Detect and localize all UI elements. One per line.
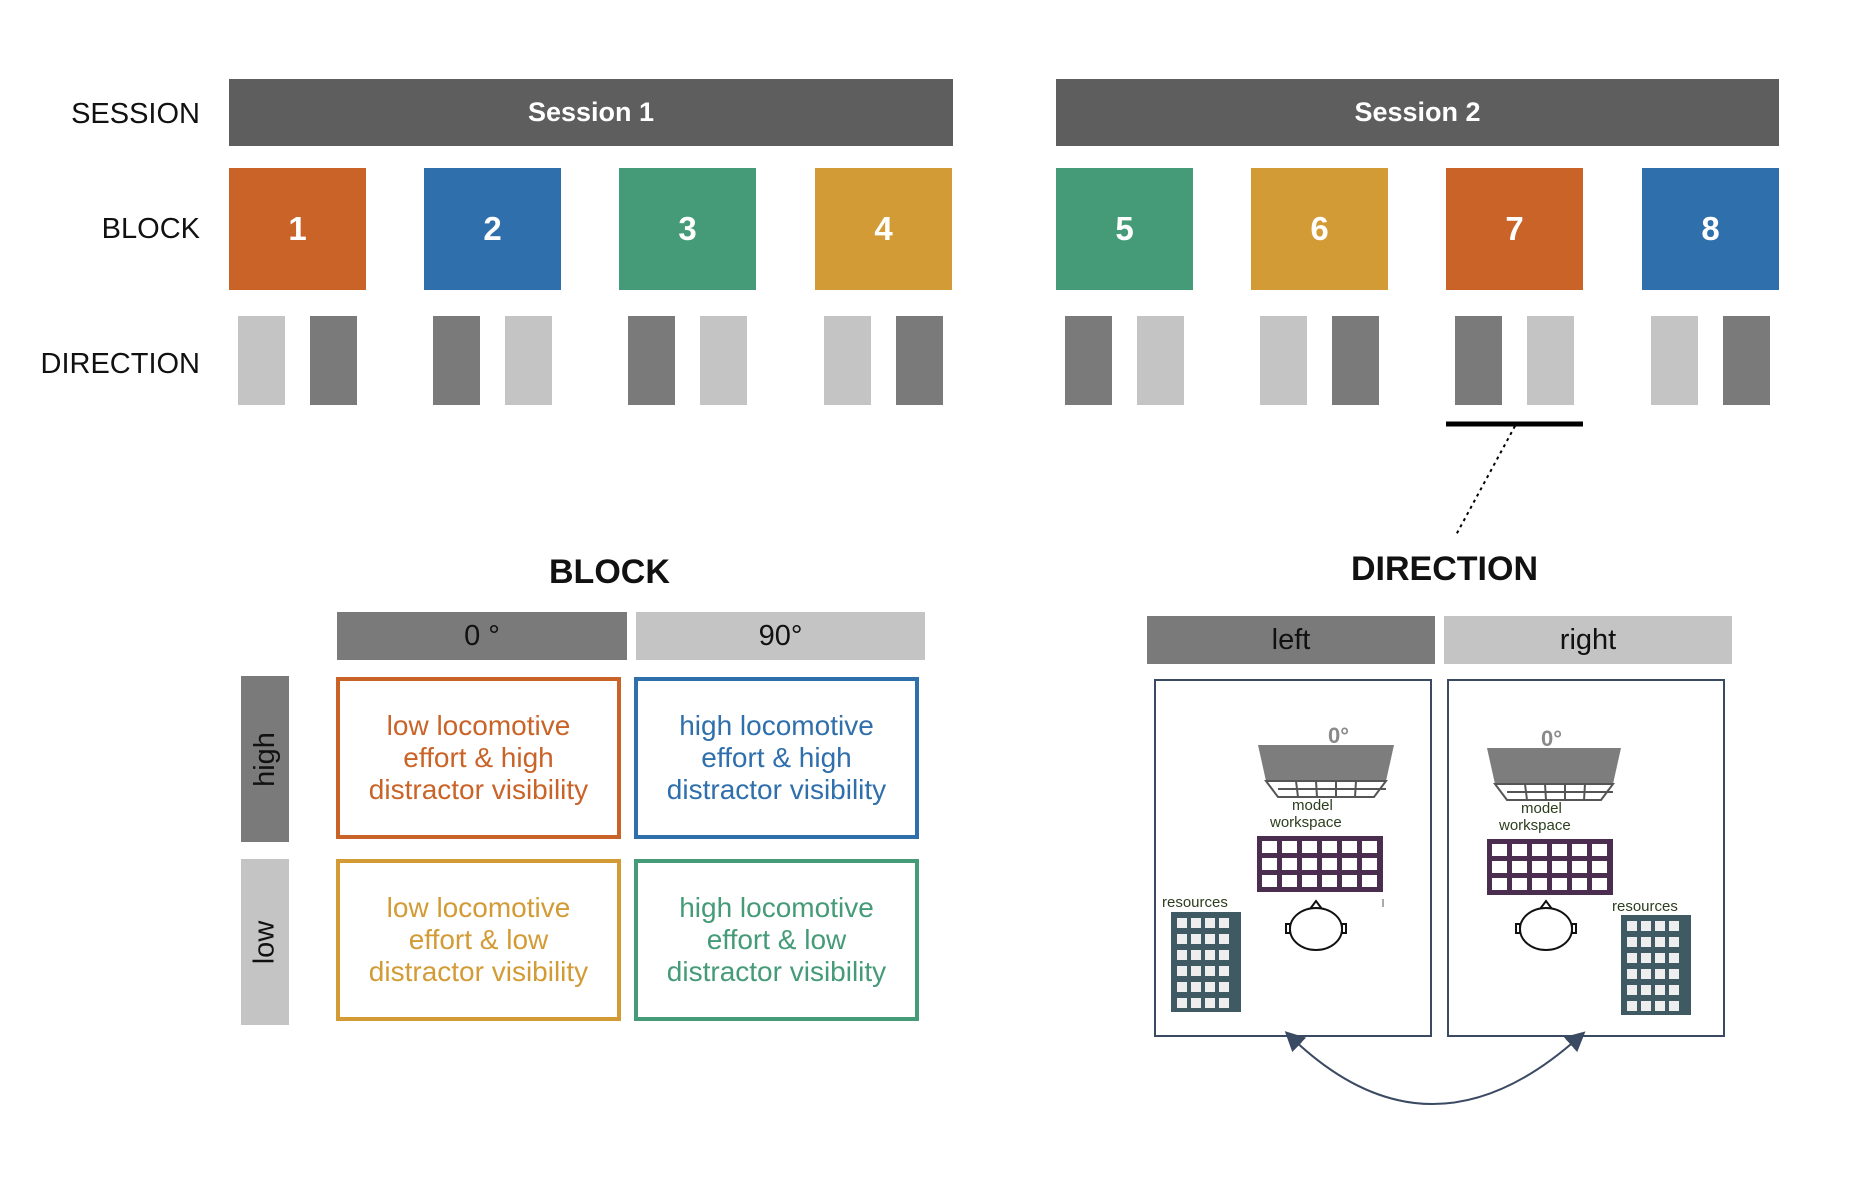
left-direction-panel: 0° model workspace resources	[1154, 679, 1432, 1037]
block-2: 2	[424, 168, 561, 290]
direction-rect-block-6-2	[1332, 316, 1379, 405]
workspace-grid-cells	[1262, 841, 1377, 887]
direction-rect-block-3-2	[700, 316, 747, 405]
model-grid-icon	[1487, 748, 1621, 801]
col-header-0deg: 0 °	[337, 612, 627, 660]
left-resources-label: resources	[1162, 894, 1228, 911]
direction-rect-block-2-1	[433, 316, 480, 405]
right-panel-drawing: 0° model workspace resources	[1487, 726, 1691, 1015]
direction-rect-block-5-1	[1065, 316, 1112, 405]
direction-rect-block-7-1	[1455, 316, 1502, 405]
cell-high-0deg: low locomotive effort & high distractor …	[336, 677, 621, 839]
direction-rect-block-4-1	[824, 316, 871, 405]
right-resources-label: resources	[1612, 898, 1678, 915]
direction-rect-block-5-2	[1137, 316, 1184, 405]
row-header-low-label: low	[248, 920, 281, 964]
direction-rect-block-4-2	[896, 316, 943, 405]
block-4: 4	[815, 168, 952, 290]
col-header-90deg: 90°	[636, 612, 925, 660]
left-workspace-label: workspace	[1269, 814, 1342, 831]
workspace-grid-cells	[1492, 844, 1607, 890]
switch-arrow-curve	[1284, 1031, 1586, 1105]
participant-head-icon	[1285, 899, 1347, 951]
direction-rect-block-7-2	[1527, 316, 1574, 405]
session-row-label: SESSION	[71, 98, 200, 130]
switch-arrow	[1284, 1031, 1586, 1105]
session-2-bar: Session 2	[1056, 79, 1779, 146]
direction-rect-block-1-1	[238, 316, 285, 405]
direction-rect-block-2-2	[505, 316, 552, 405]
participant-head-icon	[1515, 899, 1577, 951]
right-angle-label: 0°	[1541, 726, 1562, 751]
block-row-label: BLOCK	[101, 213, 200, 245]
zoom-connector	[1446, 421, 1583, 536]
col-header-right: right	[1444, 616, 1732, 664]
right-workspace-label: workspace	[1498, 817, 1571, 834]
block-5: 5	[1056, 168, 1193, 290]
resources-shelf-icon	[1171, 912, 1241, 1012]
right-model-label: model	[1521, 800, 1562, 817]
block-3: 3	[619, 168, 756, 290]
left-model-label: model	[1292, 797, 1333, 814]
resources-shelf-icon	[1621, 915, 1691, 1015]
direction-section-title: DIRECTION	[1351, 550, 1538, 588]
block-1: 1	[229, 168, 366, 290]
direction-rect-block-8-2	[1723, 316, 1770, 405]
session-1-bar: Session 1	[229, 79, 953, 146]
row-header-high-label: high	[248, 731, 281, 787]
col-header-left: left	[1147, 616, 1435, 664]
cell-high-90deg: high locomotive effort & high distractor…	[634, 677, 919, 839]
row-header-low: low	[241, 859, 289, 1025]
block-8: 8	[1642, 168, 1779, 290]
cell-low-90deg: high locomotive effort & low distractor …	[634, 859, 919, 1021]
left-panel-drawing: 0° model workspace resources	[1162, 723, 1394, 1012]
block-section-title: BLOCK	[549, 553, 670, 591]
direction-rect-block-6-1	[1260, 316, 1307, 405]
model-grid-icon	[1258, 745, 1394, 798]
right-direction-panel: 0° model workspace resources	[1447, 679, 1725, 1037]
direction-row-label: DIRECTION	[40, 348, 201, 380]
direction-rect-block-8-1	[1651, 316, 1698, 405]
block-6: 6	[1251, 168, 1388, 290]
row-header-high: high	[241, 676, 289, 842]
dotted-connector-line	[1455, 425, 1516, 536]
left-angle-label: 0°	[1328, 723, 1349, 748]
cell-low-0deg: low locomotive effort & low distractor v…	[336, 859, 621, 1021]
block-7: 7	[1446, 168, 1583, 290]
direction-rect-block-3-1	[628, 316, 675, 405]
direction-rect-block-1-2	[310, 316, 357, 405]
